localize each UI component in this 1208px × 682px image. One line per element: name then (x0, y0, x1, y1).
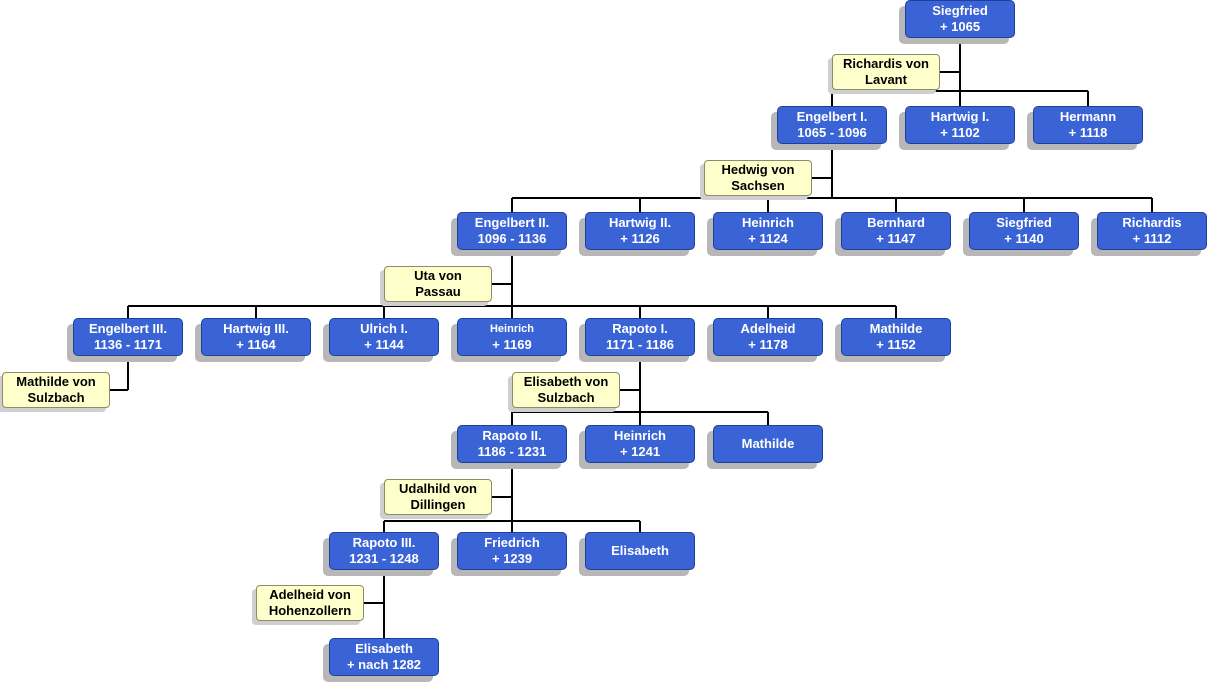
spouse-line2: Sachsen (731, 178, 785, 193)
person-name: Engelbert I. (796, 109, 868, 124)
person-name: Engelbert II. (474, 215, 550, 230)
person-friedrich[interactable]: Friedrich + 1239 (457, 532, 567, 570)
spouse-line1: Udalhild von (399, 481, 477, 496)
person-hartwig-1[interactable]: Hartwig I. + 1102 (905, 106, 1015, 144)
person-name: Rapoto I. (612, 321, 668, 336)
person-name: Engelbert III. (88, 321, 167, 336)
person-dates: 1136 - 1171 (94, 337, 162, 352)
person-dates: + 1147 (876, 231, 916, 246)
person-hartwig-3[interactable]: Hartwig III. + 1164 (201, 318, 311, 356)
person-engelbert-3[interactable]: Engelbert III. 1136 - 1171 (73, 318, 183, 356)
person-hermann[interactable]: Hermann + 1118 (1033, 106, 1143, 144)
person-heinrich-1124[interactable]: Heinrich + 1124 (713, 212, 823, 250)
person-name: Elisabeth (611, 543, 669, 558)
person-dates: + 1144 (364, 337, 404, 352)
person-name: Hartwig II. (608, 215, 672, 230)
spouse-line1: Hedwig von (721, 162, 795, 177)
person-dates: 1186 - 1231 (477, 444, 547, 459)
person-name: Heinrich (741, 215, 794, 230)
person-name: Heinrich (489, 323, 534, 335)
spouse-line1: Adelheid von (269, 587, 351, 602)
person-name: Hartwig III. (223, 321, 289, 336)
spouse-line2: Dillingen (410, 497, 466, 512)
person-name: Siegfried (932, 3, 988, 18)
person-name: Bernhard (867, 215, 925, 230)
person-dates: + 1126 (620, 231, 660, 246)
person-dates: + 1102 (940, 125, 980, 140)
spouse-mathilde-von-sulzbach[interactable]: Mathilde von Sulzbach (2, 372, 110, 408)
person-mathilde[interactable]: Mathilde (713, 425, 823, 463)
person-dates: + 1169 (492, 337, 532, 352)
spouse-hedwig-von-sachsen[interactable]: Hedwig von Sachsen (704, 160, 812, 196)
person-dates: 1231 - 1248 (349, 551, 419, 566)
spouse-elisabeth-von-sulzbach[interactable]: Elisabeth von Sulzbach (512, 372, 620, 408)
person-name: Elisabeth (355, 641, 413, 656)
person-rapoto-1[interactable]: Rapoto I. 1171 - 1186 (585, 318, 695, 356)
spouse-adelheid-von-hohenzollern[interactable]: Adelheid von Hohenzollern (256, 585, 364, 621)
person-rapoto-3[interactable]: Rapoto III. 1231 - 1248 (329, 532, 439, 570)
person-dates: + 1241 (619, 444, 661, 459)
person-dates: + 1164 (236, 337, 276, 352)
person-dates: + 1239 (491, 551, 533, 566)
person-dates: + 1140 (1004, 231, 1044, 246)
person-name: Ulrich I. (360, 321, 408, 336)
person-dates: + 1152 (876, 337, 916, 352)
person-name: Hermann (1059, 109, 1117, 124)
person-name: Siegfried (996, 215, 1052, 230)
spouse-udalhild-von-dillingen[interactable]: Udalhild von Dillingen (384, 479, 492, 515)
spouse-line2: Sulzbach (27, 390, 85, 405)
person-hartwig-2[interactable]: Hartwig II. + 1126 (585, 212, 695, 250)
spouse-richardis-von-lavant[interactable]: Richardis von Lavant (832, 54, 940, 90)
person-name: Hartwig I. (930, 109, 990, 124)
person-name: Rapoto III. (352, 535, 416, 550)
person-siegfried-1065[interactable]: Siegfried + 1065 (905, 0, 1015, 38)
person-name: Heinrich (613, 428, 666, 443)
person-name: Mathilde (741, 436, 795, 451)
person-heinrich-1241[interactable]: Heinrich + 1241 (585, 425, 695, 463)
person-name: Mathilde (869, 321, 923, 336)
person-name: Richardis (1122, 215, 1182, 230)
person-dates: 1096 - 1136 (477, 231, 547, 246)
spouse-line2: Passau (415, 284, 461, 299)
person-elisabeth-1282[interactable]: Elisabeth + nach 1282 (329, 638, 439, 676)
person-engelbert-1[interactable]: Engelbert I. 1065 - 1096 (777, 106, 887, 144)
person-dates: + 1112 (1132, 231, 1172, 246)
person-mathilde-1152[interactable]: Mathilde + 1152 (841, 318, 951, 356)
person-elisabeth[interactable]: Elisabeth (585, 532, 695, 570)
spouse-line1: Elisabeth von (523, 374, 609, 389)
person-dates: + 1118 (1068, 125, 1108, 140)
person-heinrich-1169[interactable]: Heinrich + 1169 (457, 318, 567, 356)
person-richardis[interactable]: Richardis + 1112 (1097, 212, 1207, 250)
person-engelbert-2[interactable]: Engelbert II. 1096 - 1136 (457, 212, 567, 250)
spouse-line1: Mathilde von (16, 374, 96, 389)
person-ulrich-1[interactable]: Ulrich I. + 1144 (329, 318, 439, 356)
person-dates: + 1124 (748, 231, 788, 246)
person-dates: + 1178 (748, 337, 788, 352)
person-rapoto-2[interactable]: Rapoto II. 1186 - 1231 (457, 425, 567, 463)
person-dates: 1171 - 1186 (606, 337, 674, 352)
person-bernhard[interactable]: Bernhard + 1147 (841, 212, 951, 250)
spouse-uta-von-passau[interactable]: Uta von Passau (384, 266, 492, 302)
person-name: Rapoto II. (482, 428, 542, 443)
spouse-line2: Lavant (865, 72, 907, 87)
person-name: Friedrich (484, 535, 540, 550)
person-dates: 1065 - 1096 (797, 125, 867, 140)
person-dates: + 1065 (939, 19, 981, 34)
person-adelheid[interactable]: Adelheid + 1178 (713, 318, 823, 356)
spouse-line1: Uta von (414, 268, 462, 283)
spouse-line2: Sulzbach (537, 390, 595, 405)
person-name: Adelheid (740, 321, 796, 336)
person-dates: + nach 1282 (346, 657, 422, 672)
spouse-line1: Richardis von (843, 56, 929, 71)
spouse-line2: Hohenzollern (268, 603, 352, 618)
person-siegfried-1140[interactable]: Siegfried + 1140 (969, 212, 1079, 250)
